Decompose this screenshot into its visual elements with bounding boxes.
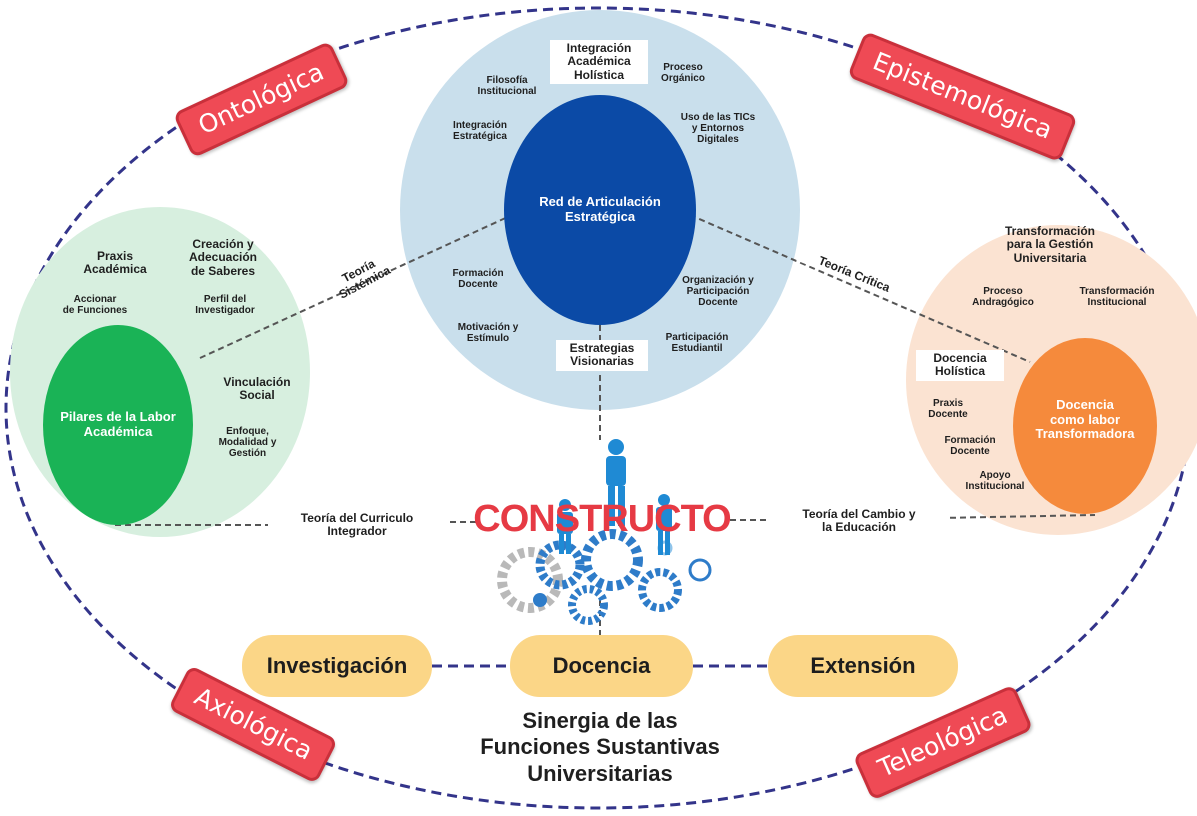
connector-cambio-right [939,514,1096,519]
center-item-formacion-docente: Formación Docente [452,268,504,291]
center-item-estrategias: Estrategias Visionarias [556,340,648,371]
synergy-label: Sinergia de las Funciones Sustantivas Un… [480,708,720,786]
center-core-label: Red de Articulación Estratégica [539,194,661,224]
gears-illustration [497,529,712,625]
connector-critica [689,214,1031,363]
center-item-proceso-organico: Proceso Orgánico [661,62,705,85]
center-item-participacion: Participación Estudiantil [665,332,729,355]
center-item-motivacion: Motivación y Estímulo [457,322,519,345]
left-item-creacion: Creación y Adecuación de Saberes [188,237,257,278]
center-item-integracion-academica: Integración Académica Holística [550,40,648,85]
constructo-label: CONSTRUCTO [473,498,731,540]
right-core-label: Docencia como labor Transformadora [1035,397,1135,442]
center-item-organizacion: Organización y Participación Docente [682,275,754,309]
left-item-praxis: Praxis Académica [83,249,147,277]
theory-cambio: Teoría del Cambio y la Educación [770,506,948,537]
pill-investigacion: Investigación [242,635,432,697]
right-item-proceso-andragogico: Proceso Andragógico [972,286,1034,309]
right-item-apoyo: Apoyo Institucional [965,470,1025,493]
theory-curriculo: Teoría del Curriculo Integrador [268,510,446,541]
right-item-praxis-docente: Praxis Docente [928,398,968,421]
left-item-enfoque: Enfoque, Modalidad y Gestión [218,426,277,460]
left-item-vinculacion: Vinculación Social [223,375,291,403]
right-item-transformacion-institucional: Transformación Institucional [1079,286,1155,309]
left-item-accionar: Accionar de Funciones [62,294,128,317]
center-core-circle [504,95,696,325]
center-item-filosofia: Filosofía Institucional [477,75,537,98]
right-item-transformacion-gestion: Transformación para la Gestión Universit… [1004,224,1096,265]
people-silhouettes [557,439,672,555]
pill-extension: Extensión [768,635,958,697]
right-item-docencia-holistica: Docencia Holística [916,350,1004,381]
right-item-formacion-docente: Formación Docente [944,435,996,458]
left-item-perfil: Perfil del Investigador [195,294,255,317]
left-core-circle [43,325,193,525]
left-core-label: Pilares de la Labor Académica [60,409,176,439]
connector-sistemica [199,214,513,359]
pill-docencia: Docencia [510,635,693,697]
center-item-tics: Uso de las TICs y Entornos Digitales [680,112,756,146]
right-core-circle [1013,338,1157,514]
center-item-integracion-estrategica: Integración Estratégica [453,120,507,143]
